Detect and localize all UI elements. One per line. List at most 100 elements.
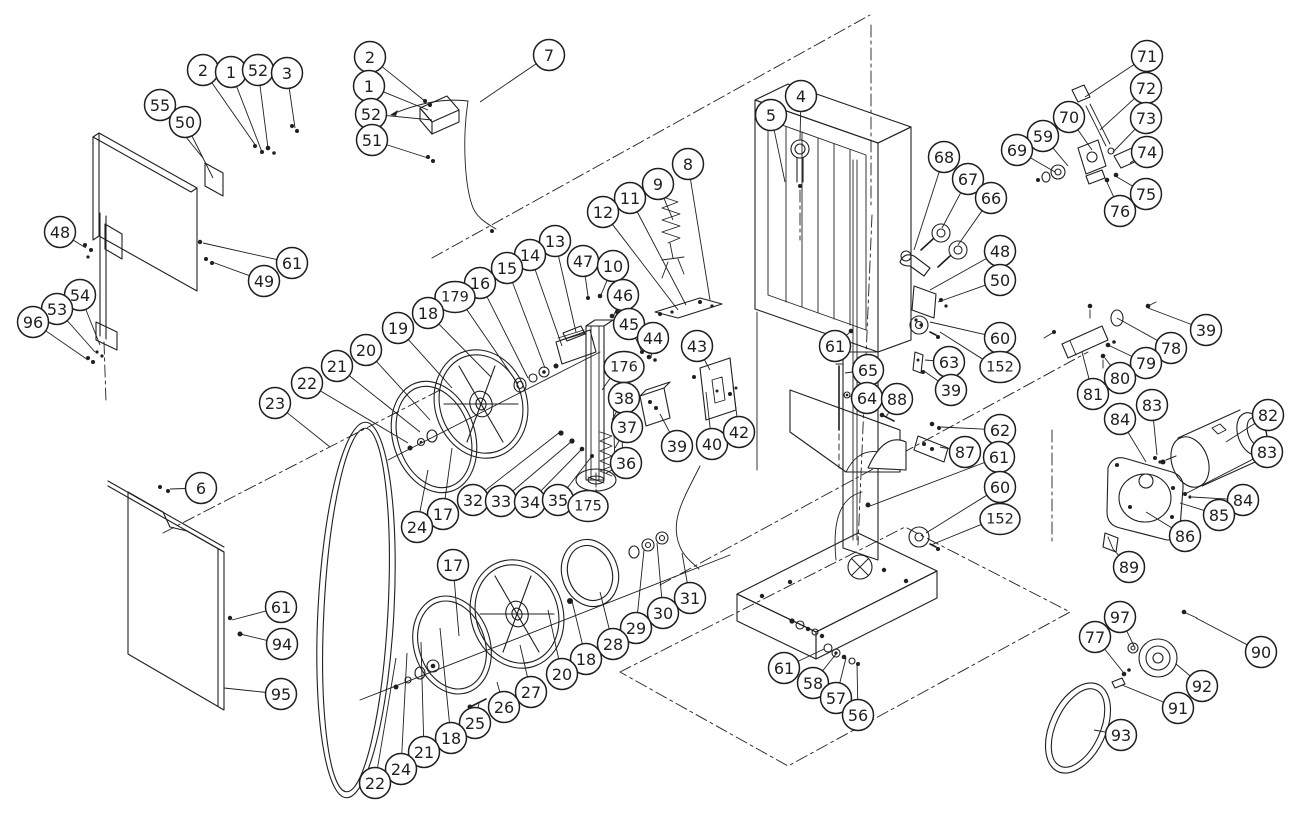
part-balloon-4: 4 [784, 79, 818, 141]
part-number: 51 [362, 131, 382, 150]
part-balloon-24: 24 [384, 652, 418, 786]
part-number: 96 [23, 313, 43, 332]
part-number: 39 [941, 381, 961, 400]
part-balloon-22: 22 [358, 657, 397, 800]
leader-line [636, 211, 687, 306]
part-balloon-76: 76 [1103, 179, 1137, 228]
part-balloon-31: 31 [673, 552, 707, 615]
upper-wheel-assembly [387, 349, 601, 494]
part-number: 7 [544, 46, 554, 65]
part-number: 53 [47, 300, 67, 319]
balloon-circle [934, 373, 968, 407]
part-balloon-21: 21 [320, 349, 421, 433]
artwork [83, 14, 1268, 799]
part-number: 83 [1257, 443, 1277, 462]
leader-line [408, 339, 453, 389]
part-balloon-37: 37 [610, 410, 644, 449]
part-number: 1 [364, 77, 374, 96]
part-number: 152 [986, 512, 1014, 528]
leader-line [612, 224, 679, 311]
part-balloon-84: 84 [1103, 402, 1147, 463]
balloon-circle [1103, 194, 1137, 228]
balloon-circle [979, 502, 1021, 536]
part-balloon-5: 5 [754, 98, 788, 183]
part-number: 46 [613, 286, 633, 305]
balloon-circle [247, 264, 281, 298]
balloon-circle [290, 366, 324, 400]
part-number: 17 [433, 505, 453, 524]
part-number: 28 [603, 635, 623, 654]
part-number: 95 [271, 685, 291, 704]
part-balloon-20: 20 [545, 609, 579, 691]
part-number: 92 [1192, 677, 1212, 696]
part-balloon-85: 85 [1179, 498, 1236, 532]
balloon-circle [436, 548, 470, 582]
balloon-circle [641, 167, 675, 201]
part-balloon-17: 17 [426, 447, 460, 531]
part-number: 3 [282, 64, 292, 83]
part-balloon-60: 60 [925, 470, 1017, 534]
part-number: 52 [361, 105, 381, 124]
balloon-circle [586, 195, 620, 229]
part-balloon-83: 83 [1184, 435, 1284, 495]
leader-line [1107, 344, 1133, 357]
drive-pulley-belt [1044, 609, 1198, 774]
balloon-circle [636, 321, 670, 355]
part-balloon-95: 95 [223, 677, 298, 711]
part-balloon-61: 61 [231, 590, 298, 624]
part-number: 18 [441, 729, 461, 748]
part-number: 74 [1137, 143, 1157, 162]
part-balloon-20: 20 [349, 333, 431, 421]
part-number: 21 [414, 743, 434, 762]
part-number: 10 [603, 257, 623, 276]
part-balloon-16: 16 [463, 266, 529, 379]
part-balloon-77: 77 [1078, 620, 1124, 673]
part-balloon-27: 27 [514, 644, 548, 709]
leader-line [484, 431, 561, 491]
part-balloon-49: 49 [211, 261, 281, 298]
part-number: 55 [150, 96, 170, 115]
leader-line [512, 282, 546, 369]
part-balloon-74: 74 [1129, 135, 1164, 169]
part-balloon-38: 38 [607, 381, 641, 421]
balloon-circle [1129, 177, 1163, 211]
part-balloon-18: 18 [411, 296, 492, 378]
part-number: 60 [990, 478, 1010, 497]
balloon-circle [767, 651, 801, 685]
balloon-circle [1251, 398, 1285, 432]
part-balloon-43: 43 [680, 329, 714, 371]
leader-line [466, 309, 519, 385]
leader-line [1105, 179, 1115, 198]
part-number: 40 [702, 435, 722, 454]
part-number: 34 [520, 493, 540, 512]
part-number: 8 [683, 155, 693, 174]
part-balloon-10: 10 [596, 249, 630, 296]
part-number: 63 [939, 353, 959, 372]
part-number: 15 [497, 259, 517, 278]
leader-line [1052, 147, 1069, 167]
leader-line [844, 371, 853, 374]
part-balloon-83: 83 [1135, 388, 1169, 456]
balloon-circle [1244, 635, 1278, 669]
leader-line [211, 261, 250, 277]
balloon-circle [671, 147, 705, 181]
leader-line [259, 85, 269, 149]
balloon-circle [1076, 377, 1110, 411]
balloon-circle [1135, 388, 1169, 422]
leader-line [584, 276, 589, 297]
balloon-circle [784, 79, 818, 113]
balloon-circle [487, 690, 521, 724]
leader-line [939, 446, 950, 450]
part-number: 13 [545, 232, 565, 251]
balloon-circle [927, 140, 961, 174]
leader-line [1225, 423, 1256, 443]
balloon-circle [358, 766, 392, 800]
part-balloon-22: 22 [290, 366, 409, 444]
balloon-circle [979, 350, 1021, 384]
leader-line [614, 440, 620, 449]
part-balloon-96: 96 [16, 305, 89, 361]
part-balloon-26: 26 [487, 681, 521, 724]
part-balloon-36: 36 [605, 446, 643, 480]
part-number: 64 [857, 389, 877, 408]
